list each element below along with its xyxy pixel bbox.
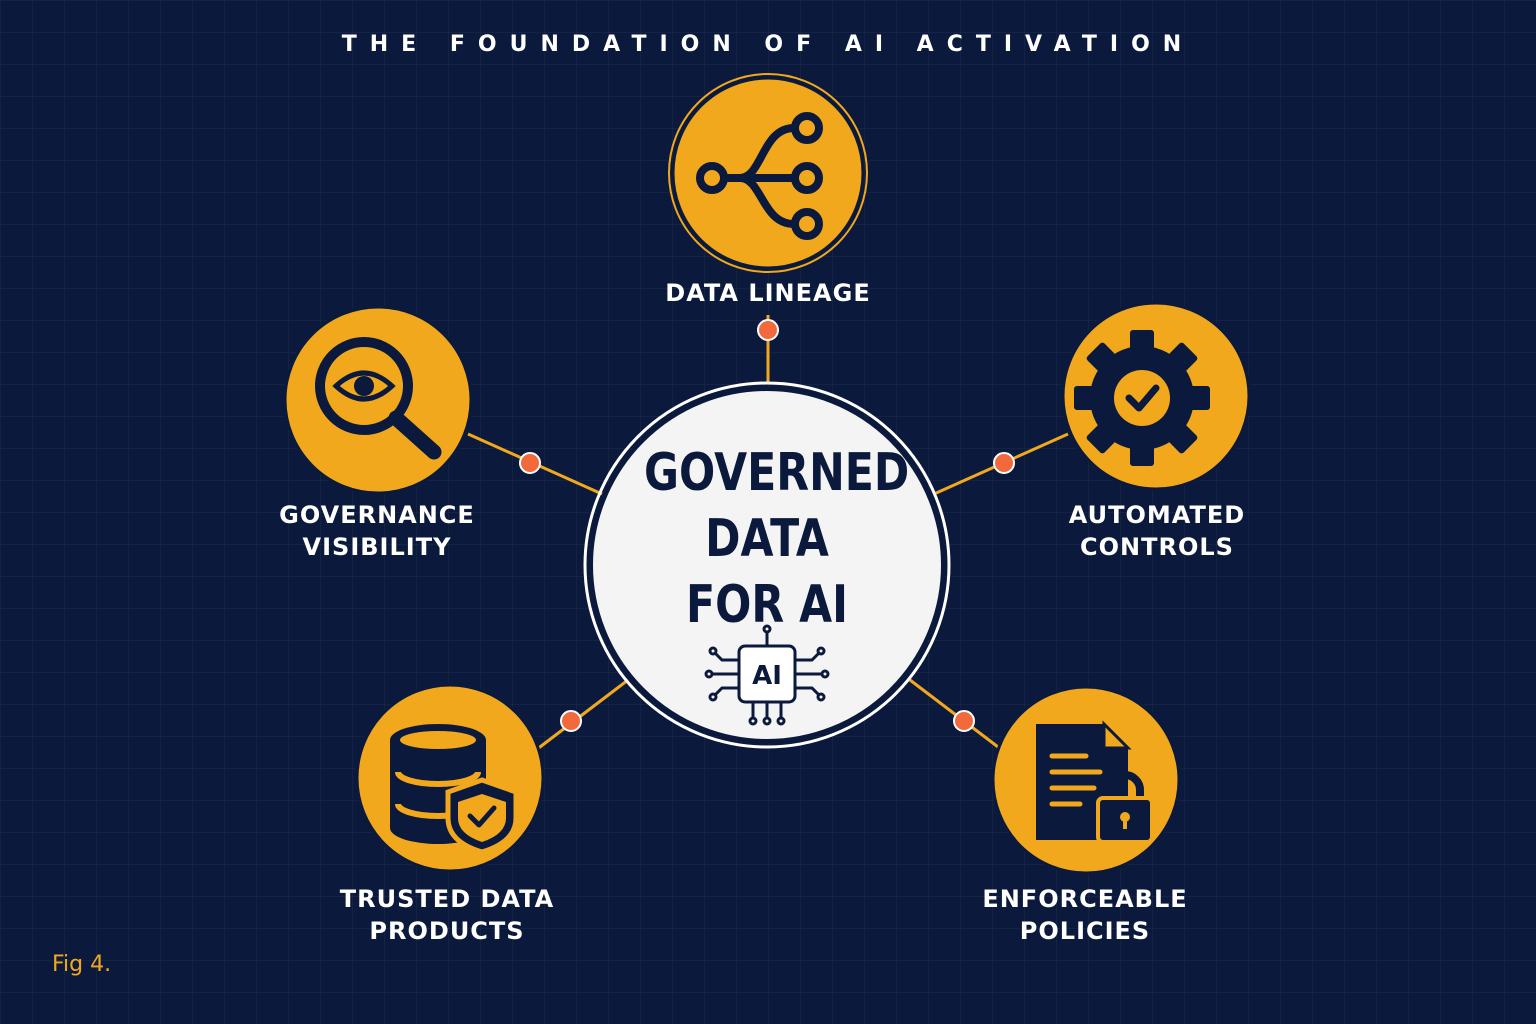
label-line: POLICIES (1019, 917, 1151, 945)
connector-dots (519, 319, 1015, 732)
figure-caption: Fig 4. (52, 952, 112, 977)
node-automated-controls (1061, 301, 1251, 491)
document-lock-icon (1036, 720, 1154, 844)
connector-dot-controls (993, 452, 1015, 474)
magnifier-eye-icon (315, 337, 442, 460)
label-data-lineage: DATA LINEAGE (618, 277, 918, 309)
label-line: ENFORCEABLE (982, 885, 1188, 913)
ai-chip-label: AI (752, 661, 782, 691)
center-title: GOVERNED DATA FOR AI (644, 440, 910, 638)
label-line: CONTROLS (1080, 533, 1234, 561)
node-trusted-data-products (355, 683, 545, 873)
center-title-line: FOR AI (686, 575, 848, 635)
gear-check-icon (1074, 330, 1210, 466)
database-shield-icon (390, 724, 519, 855)
label-line: GOVERNANCE (279, 501, 475, 529)
branching-network-icon (696, 112, 823, 240)
label-line: AUTOMATED (1068, 501, 1246, 529)
center-title-line: GOVERNED (644, 443, 910, 503)
node-enforceable-policies (991, 685, 1181, 875)
label-enforceable-policies: ENFORCEABLE POLICIES (935, 883, 1235, 947)
label-governance-visibility: GOVERNANCE VISIBILITY (227, 499, 527, 563)
center-title-line: DATA (705, 509, 829, 569)
label-trusted-data-products: TRUSTED DATA PRODUCTS (297, 883, 597, 947)
connector-products (535, 678, 629, 752)
label-line: PRODUCTS (369, 917, 525, 945)
label-line: DATA LINEAGE (665, 279, 871, 307)
connector-dot-products (560, 710, 582, 732)
connector-dot-policies (953, 710, 975, 732)
center-circle (589, 387, 945, 743)
diagram-title: THE FOUNDATION OF AI ACTIVATION (341, 32, 1195, 57)
label-line: VISIBILITY (302, 533, 452, 561)
node-governance-visibility (283, 305, 473, 495)
node-data-lineage (668, 73, 868, 273)
label-line: TRUSTED DATA (339, 885, 555, 913)
label-automated-controls: AUTOMATED CONTROLS (1007, 499, 1307, 563)
connector-dot-visibility (519, 452, 541, 474)
ai-chip-icon (704, 624, 830, 726)
connector-dot-lineage (757, 319, 779, 341)
